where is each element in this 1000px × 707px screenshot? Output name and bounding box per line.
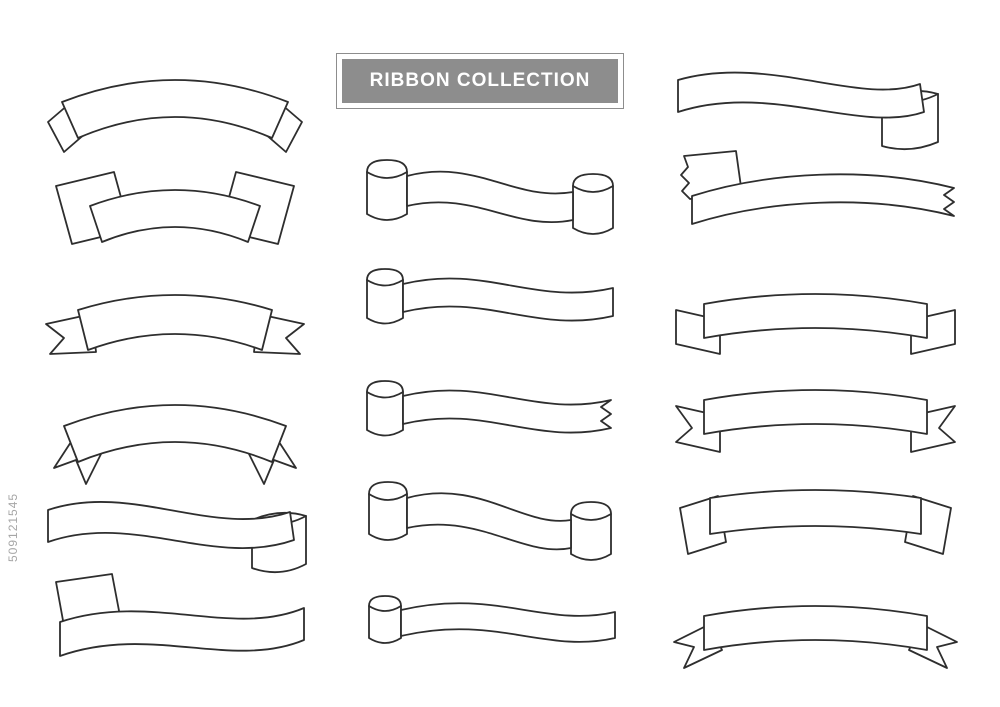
banner-ribbon-folded-angled-ends-icon: [668, 476, 963, 564]
arched-ribbon-folded-ends-icon: [40, 46, 310, 156]
wavy-ribbon-folded-left-end-icon: [40, 566, 310, 678]
arched-ribbon-square-tilted-ends-icon: [40, 152, 310, 264]
title-plate: RIBBON COLLECTION: [336, 53, 624, 109]
scroll-ribbon-rolled-left-end-icon: [355, 260, 625, 345]
scroll-ribbon-rolled-both-ends-deep-wave-icon: [355, 470, 625, 570]
banner-ribbon-swallowtail-angled-ends-icon: [668, 590, 963, 675]
arched-ribbon-swallowtail-side-ends-icon: [40, 270, 310, 370]
ribbon-zigzag-both-ends-icon: [668, 146, 963, 238]
wavy-ribbon-rolled-right-end-icon: [40, 478, 310, 590]
title-plate-inner: RIBBON COLLECTION: [342, 59, 618, 103]
banner-ribbon-swallowtail-side-panels-icon: [668, 376, 963, 464]
wavy-ribbon-rolled-right-end-2-icon: [668, 52, 963, 157]
arched-ribbon-swallowtail-hanging-ends-icon: [40, 370, 310, 488]
scroll-ribbon-gentle-wave-icon: [355, 586, 625, 666]
page-title: RIBBON COLLECTION: [369, 70, 591, 91]
scroll-ribbon-rolled-both-ends-icon: [355, 152, 625, 247]
watermark-id: 509121545: [6, 492, 20, 562]
scroll-ribbon-zigzag-right-end-icon: [355, 372, 625, 457]
banner-ribbon-straight-side-panels-icon: [668, 282, 963, 364]
